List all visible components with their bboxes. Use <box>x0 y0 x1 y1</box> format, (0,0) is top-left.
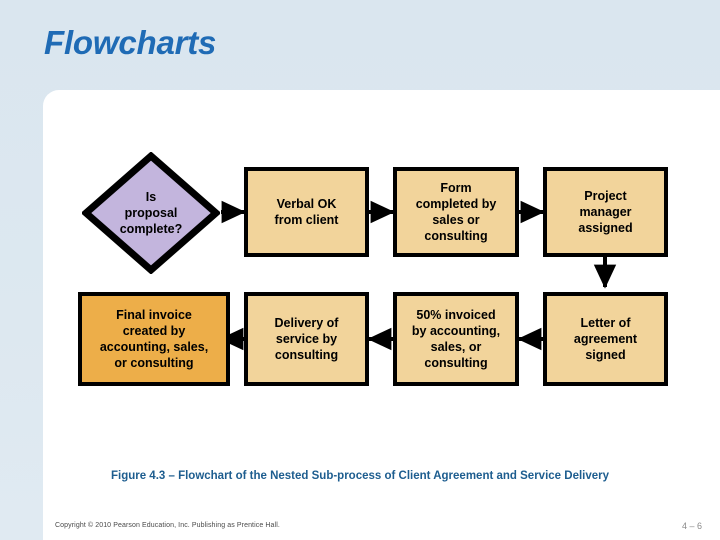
flow-node-label: 50% invoiced by accounting, sales, or co… <box>411 308 501 370</box>
diamond-shape-icon <box>82 152 220 274</box>
flow-node-verbal-ok[interactable]: Verbal OK from client <box>244 167 369 257</box>
page-title: Flowcharts <box>44 24 217 61</box>
flow-node-final-invoice[interactable]: Final invoice created by accounting, sal… <box>78 292 230 386</box>
flow-node-delivery-of-service[interactable]: Delivery of service by consulting <box>244 292 369 386</box>
figure-caption: Figure 4.3 – Flowchart of the Nested Sub… <box>110 470 610 482</box>
flow-node-label: Verbal OK from client <box>274 197 339 227</box>
flow-node-label: Letter of agreement signed <box>573 316 638 362</box>
page-number: 4 – 6 <box>681 521 702 531</box>
flow-node-label: Is proposal complete? <box>82 152 220 274</box>
flow-node-fifty-percent-invoiced[interactable]: 50% invoiced by accounting, sales, or co… <box>393 292 519 386</box>
flowchart-diagram: Is proposal complete? Verbal OK from cli… <box>78 152 668 386</box>
flow-node-label: Project manager assigned <box>578 189 633 235</box>
copyright-notice: Copyright © 2010 Pearson Education, Inc.… <box>55 522 280 529</box>
flow-node-label: Delivery of service by consulting <box>274 316 339 362</box>
flow-node-letter-of-agreement-signed[interactable]: Letter of agreement signed <box>543 292 668 386</box>
flow-node-decision-is-proposal-complete[interactable]: Is proposal complete? <box>82 152 220 274</box>
decision-label-line1: Is proposal complete? <box>119 189 183 237</box>
flow-node-form-completed[interactable]: Form completed by sales or consulting <box>393 167 519 257</box>
flow-node-label: Form completed by sales or consulting <box>415 181 497 243</box>
flow-node-label: Final invoice created by accounting, sal… <box>99 308 209 370</box>
flow-node-project-manager-assigned[interactable]: Project manager assigned <box>543 167 668 257</box>
